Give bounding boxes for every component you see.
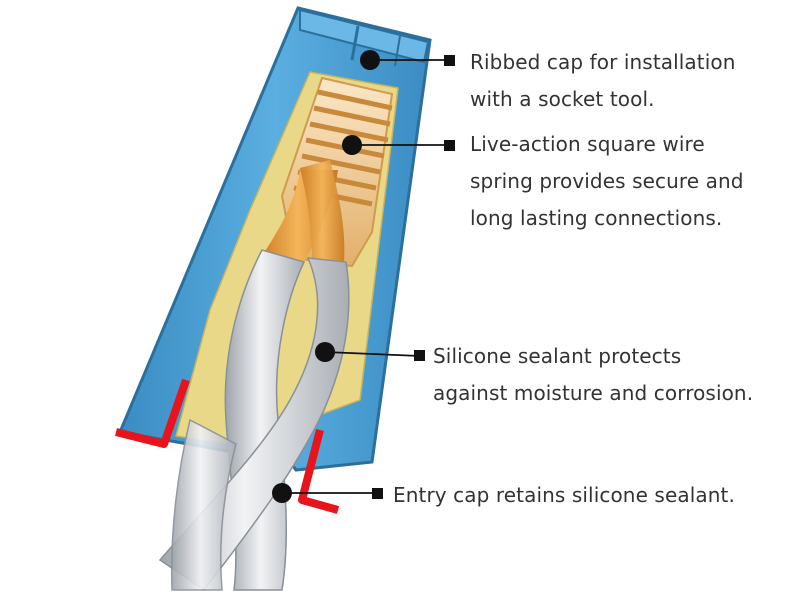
leader-sealant bbox=[315, 342, 425, 362]
callout-silicone-sealant: Silicone sealant protects against moistu… bbox=[433, 338, 753, 412]
square-bullet bbox=[444, 140, 455, 151]
callout-text: Live-action square wire bbox=[470, 132, 705, 156]
leader-spring bbox=[342, 135, 455, 155]
leader-entry bbox=[272, 483, 383, 503]
dot-marker bbox=[315, 342, 335, 362]
square-bullet bbox=[444, 55, 455, 66]
callout-text: long lasting connections. bbox=[470, 206, 723, 230]
callout-text: spring provides secure and bbox=[470, 169, 744, 193]
callout-text: Entry cap retains silicone sealant. bbox=[393, 483, 735, 507]
callout-text: with a socket tool. bbox=[470, 87, 655, 111]
dot-marker bbox=[360, 50, 380, 70]
callout-spring: Live-action square wire spring provides … bbox=[470, 126, 744, 237]
copper-conductors bbox=[258, 160, 345, 270]
callout-text: against moisture and corrosion. bbox=[433, 381, 754, 405]
callout-text: Silicone sealant protects bbox=[433, 344, 682, 368]
callout-entry-cap: Entry cap retains silicone sealant. bbox=[393, 477, 735, 514]
cap-rib bbox=[394, 35, 401, 67]
square-bullet bbox=[414, 350, 425, 361]
callout-text: Ribbed cap for installation bbox=[470, 50, 736, 74]
dot-marker bbox=[342, 135, 362, 155]
cap-rib bbox=[350, 25, 360, 61]
callout-ribbed-cap: Ribbed cap for installation with a socke… bbox=[470, 44, 736, 118]
leader-cap bbox=[360, 50, 455, 70]
dot-marker bbox=[272, 483, 292, 503]
square-bullet bbox=[372, 488, 383, 499]
twisted-wires bbox=[158, 249, 350, 592]
red-bracket-marker bbox=[115, 378, 340, 514]
